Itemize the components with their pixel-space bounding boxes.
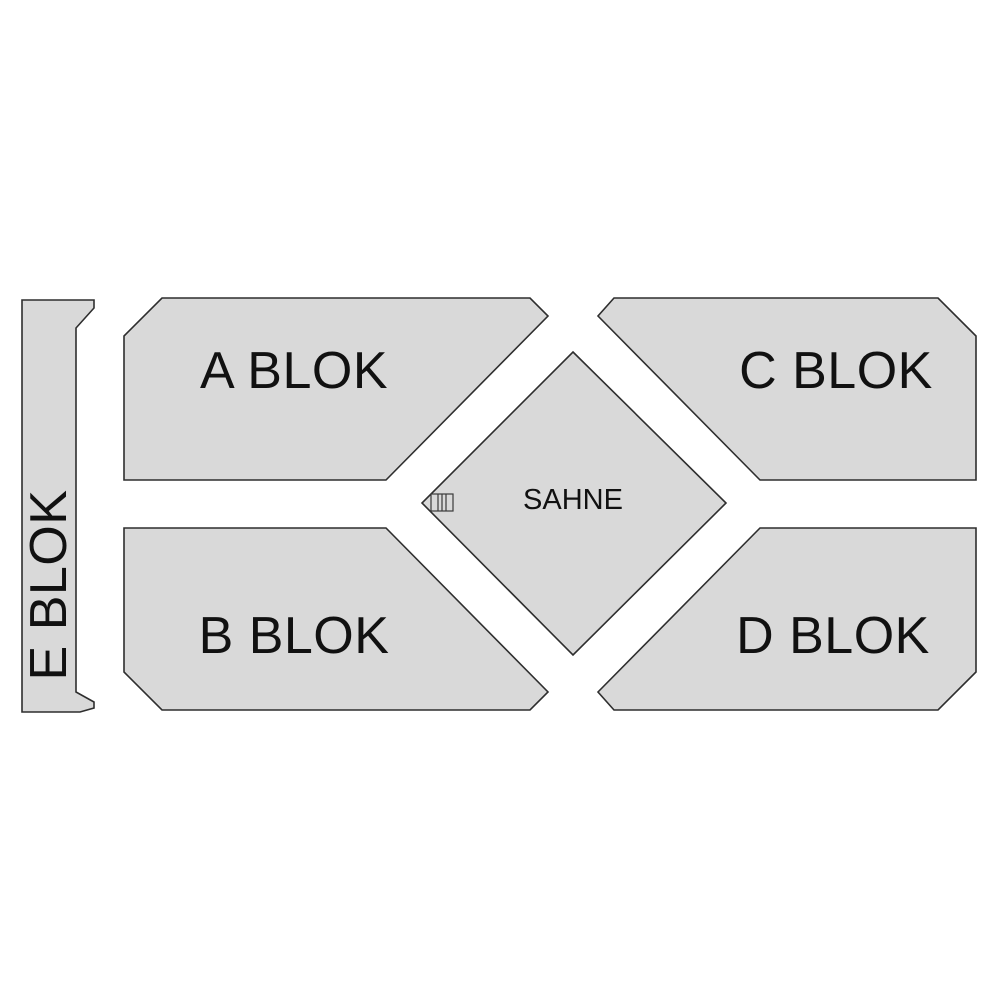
block-d[interactable]: D BLOK (596, 527, 977, 711)
block-b-label: B BLOK (199, 607, 390, 665)
block-b-shape[interactable] (123, 527, 550, 711)
stage-shape[interactable] (420, 350, 728, 657)
block-a[interactable]: A BLOK (123, 297, 550, 481)
block-a-shape[interactable] (123, 297, 550, 481)
block-e-shape[interactable] (21, 299, 95, 713)
speaker-icon (430, 493, 454, 512)
block-c-label: C BLOK (739, 342, 933, 400)
block-c-shape[interactable] (596, 297, 977, 481)
block-d-label: D BLOK (736, 607, 930, 665)
block-d-shape[interactable] (596, 527, 977, 711)
block-e-label: E BLOK (20, 490, 78, 681)
stage[interactable]: SAHNE (420, 350, 728, 657)
block-a-label: A BLOK (200, 342, 388, 400)
block-c[interactable]: C BLOK (596, 297, 977, 481)
block-b[interactable]: B BLOK (123, 527, 550, 711)
stage-label: SAHNE (523, 484, 623, 516)
block-e[interactable]: E BLOK (20, 299, 95, 713)
